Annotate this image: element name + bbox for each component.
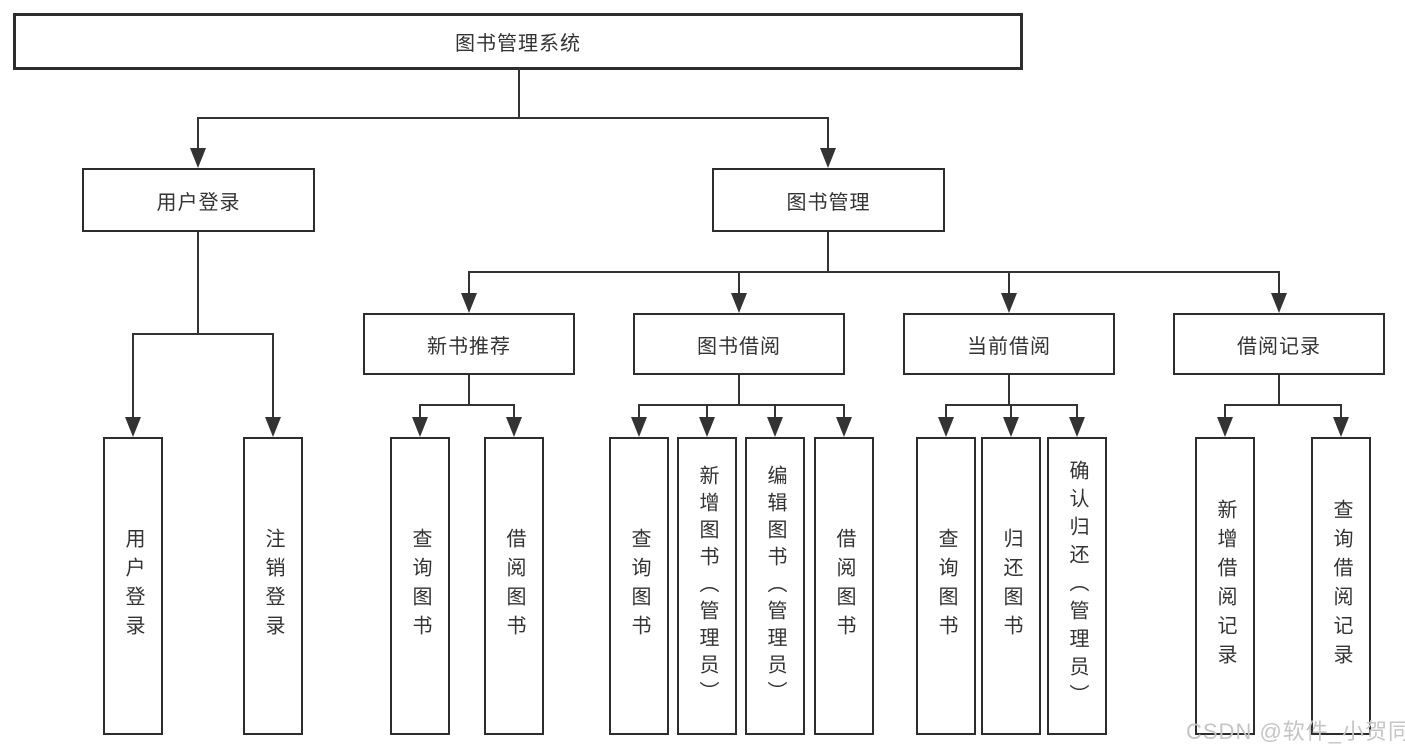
- connector-current-borrow-drop-3: [1076, 404, 1078, 419]
- connector-book-mgmt-drop-2: [738, 271, 740, 295]
- arrow-to-user-login: [190, 148, 206, 168]
- csdn-watermark: CSDN @软件_小贺同学: [1186, 719, 1405, 744]
- arrow-to-leaf-user-login: [125, 417, 141, 437]
- leaf-user-login: 用户登录: [103, 437, 163, 735]
- node-user-login: 用户登录: [82, 168, 315, 232]
- connector-root-stem: [518, 68, 520, 119]
- arrow-to-new-book-recommend: [461, 293, 477, 313]
- connector-new-book-drop-1: [419, 404, 421, 419]
- arrow-to-current-borrow: [1001, 293, 1017, 313]
- connector-book-mgmt-stem: [827, 232, 829, 273]
- leaf-add-borrow-record: 新增借阅记录: [1195, 437, 1255, 735]
- arrow-to-leaf-borrow-books-1: [506, 417, 522, 437]
- connector-book-mgmt-drop-1: [468, 271, 470, 295]
- arrow-to-leaf-logout: [265, 417, 281, 437]
- leaf-logout: 注销登录: [243, 437, 303, 735]
- arrow-to-leaf-confirm-return: [1069, 417, 1085, 437]
- leaf-confirm-return-admin: 确认归还（管理员）: [1047, 437, 1107, 735]
- node-library-management-system: 图书管理系统: [13, 13, 1023, 70]
- connector-book-mgmt-drop-3: [1008, 271, 1010, 295]
- leaf-query-books-2: 查询图书: [609, 437, 669, 735]
- leaf-add-book-admin: 新增图书（管理员）: [677, 437, 737, 735]
- arrow-to-leaf-return-book: [1003, 417, 1019, 437]
- connector-borrow-records-drop-2: [1340, 404, 1342, 419]
- connector-current-borrow-stem: [1008, 375, 1010, 406]
- connector-new-book-drop-2: [513, 404, 515, 419]
- leaf-return-book: 归还图书: [981, 437, 1041, 735]
- connector-book-borrow-drop-2: [706, 404, 708, 419]
- arrow-to-leaf-query-books-3: [938, 417, 954, 437]
- connector-root-drop-left: [197, 117, 199, 150]
- arrow-to-book-borrow: [731, 293, 747, 313]
- arrow-to-borrow-records: [1271, 293, 1287, 313]
- connector-root-drop-right: [827, 117, 829, 150]
- connector-new-book-stem: [468, 375, 470, 406]
- connector-user-login-drop-1: [132, 333, 134, 419]
- leaf-edit-book-admin: 编辑图书（管理员）: [745, 437, 805, 735]
- arrow-to-leaf-add-borrow-record: [1217, 417, 1233, 437]
- connector-root-rail: [197, 117, 829, 119]
- connector-borrow-records-rail: [1224, 404, 1342, 406]
- leaf-borrow-books-1: 借阅图书: [484, 437, 544, 735]
- leaf-query-books-3: 查询图书: [916, 437, 976, 735]
- connector-user-login-stem: [197, 232, 199, 335]
- connector-book-borrow-rail: [638, 404, 845, 406]
- node-borrow-records: 借阅记录: [1173, 313, 1385, 375]
- connector-borrow-records-drop-1: [1224, 404, 1226, 419]
- arrow-to-leaf-query-books-2: [631, 417, 647, 437]
- connector-book-borrow-drop-4: [843, 404, 845, 419]
- connector-book-borrow-drop-3: [774, 404, 776, 419]
- arrow-to-leaf-borrow-books-2: [836, 417, 852, 437]
- connector-book-mgmt-drop-4: [1278, 271, 1280, 295]
- arrow-to-leaf-add-book: [699, 417, 715, 437]
- node-new-book-recommend: 新书推荐: [363, 313, 575, 375]
- connector-book-mgmt-rail: [468, 271, 1280, 273]
- node-book-borrow: 图书借阅: [633, 313, 845, 375]
- arrow-to-book-management: [820, 148, 836, 168]
- connector-book-borrow-drop-1: [638, 404, 640, 419]
- node-current-borrow: 当前借阅: [903, 313, 1115, 375]
- leaf-query-books-1: 查询图书: [390, 437, 450, 735]
- node-book-management: 图书管理: [712, 168, 945, 232]
- arrow-to-leaf-query-books-1: [412, 417, 428, 437]
- leaf-query-borrow-record: 查询借阅记录: [1311, 437, 1371, 735]
- connector-current-borrow-drop-1: [945, 404, 947, 419]
- connector-book-borrow-stem: [738, 375, 740, 406]
- connector-borrow-records-stem: [1278, 375, 1280, 406]
- connector-user-login-drop-2: [272, 333, 274, 419]
- arrow-to-leaf-edit-book: [767, 417, 783, 437]
- connector-new-book-rail: [419, 404, 515, 406]
- leaf-borrow-books-2: 借阅图书: [814, 437, 874, 735]
- connector-user-login-rail: [132, 333, 274, 335]
- arrow-to-leaf-query-borrow-record: [1333, 417, 1349, 437]
- connector-current-borrow-drop-2: [1010, 404, 1012, 419]
